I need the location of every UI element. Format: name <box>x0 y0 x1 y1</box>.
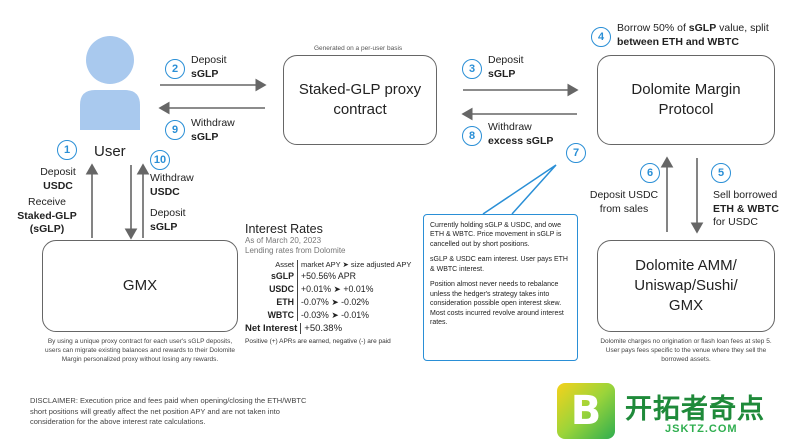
callout-paragraph-3: Position almost never needs to rebalance… <box>430 281 564 326</box>
interest-rates-title: Interest Rates <box>245 222 323 236</box>
user-icon <box>80 36 140 130</box>
disclaimer: DISCLAIMER: Execution price and fees pai… <box>30 396 307 426</box>
user-label: User <box>94 143 126 160</box>
receive-sglp-label: Receive Staked-GLP (sGLP) <box>17 196 77 236</box>
logo-url: JSKTZ.COM <box>665 423 738 435</box>
rate-row-eth: ETH-0.07% ➤ -0.02% <box>276 295 370 309</box>
step-badge-7: 7 <box>566 143 586 163</box>
dolomite-box: Dolomite Margin Protocol <box>597 55 775 145</box>
amm-box: Dolomite AMM/ Uniswap/Sushi/ GMX <box>597 240 775 332</box>
rate-row-sglp: sGLP+50.56% APR <box>271 270 357 284</box>
rate-row-usdc: USDC+0.01% ➤ +0.01% <box>269 283 374 296</box>
logo-mark: B <box>557 383 615 439</box>
position-callout: Currently holding sGLP & USDC, and owe E… <box>423 214 578 361</box>
step-badge-10: 10 <box>150 150 170 170</box>
dolomite-label: Dolomite Margin Protocol <box>631 80 741 118</box>
interest-rates-panel: Interest Rates As of March 20, 2023 Lend… <box>245 222 430 345</box>
watermark-logo: B 开拓者奇点 JSKTZ.COM <box>557 383 794 441</box>
callout-paragraph-2: sGLP & USDC earn interest. User pays ETH… <box>430 256 568 273</box>
interest-rates-source: Lending rates from Dolomite <box>245 246 346 256</box>
net-interest-row: Net Interest+50.38% <box>245 323 343 335</box>
gmx-label: GMX <box>122 276 158 294</box>
gmx-note: By using a unique proxy contract for eac… <box>44 338 236 363</box>
interest-rates-date: As of March 20, 2023 <box>245 236 322 245</box>
callout-paragraph-1: Currently holding sGLP & USDC, and owe E… <box>430 222 562 248</box>
step-badge-1: 1 <box>57 140 77 160</box>
proxy-contract-box: Staked-GLP proxy contract <box>283 55 437 145</box>
amm-label: Dolomite AMM/ Uniswap/Sushi/ GMX <box>634 256 738 315</box>
callout-pointer <box>482 164 557 215</box>
step-badge-6: 6 <box>640 163 660 183</box>
logo-name: 开拓者奇点 <box>625 394 765 425</box>
step-badge-5: 5 <box>711 163 731 183</box>
step-badge-3: 3 <box>462 59 482 79</box>
step-badge-4: 4 <box>591 27 611 47</box>
proxy-note: Generated on a per-user basis <box>314 45 403 52</box>
interest-rates-note: Positive (+) APRs are earned, negative (… <box>245 338 391 346</box>
step-4-label: Borrow 50% of sGLP value, split between … <box>617 22 769 48</box>
gmx-box: GMX <box>42 240 238 332</box>
rate-row-wbtc: WBTC-0.03% ➤ -0.01% <box>267 308 370 322</box>
proxy-contract-label: Staked-GLP proxy contract <box>298 80 422 118</box>
amm-note: Dolomite charges no origination or flash… <box>600 338 772 363</box>
step-badge-9: 9 <box>165 120 185 140</box>
step-badge-2: 2 <box>165 59 185 79</box>
step-badge-8: 8 <box>462 126 482 146</box>
